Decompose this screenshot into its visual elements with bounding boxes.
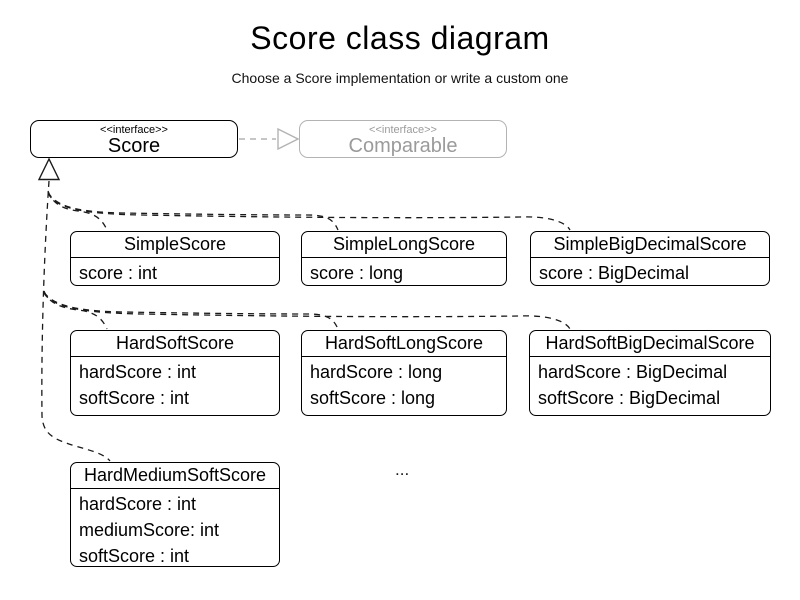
more-implementations-ellipsis: ... <box>395 460 410 479</box>
class-attribute: mediumScore: int <box>79 520 220 540</box>
class-simplebigdecimalscore: SimpleBigDecimalScore score : BigDecimal <box>530 231 770 286</box>
class-hardsoftbigdecimalscore: HardSoftBigDecimalScore hardScore : BigD… <box>529 330 771 416</box>
class-name: HardSoftLongScore <box>302 331 506 357</box>
class-attribute: score : BigDecimal <box>539 263 690 283</box>
page-title: Score class diagram <box>250 20 550 56</box>
implements-line-hardsoftscore <box>43 290 108 330</box>
implements-line-simplelongscore <box>47 191 339 231</box>
class-attribute: hardScore : int <box>79 494 197 514</box>
class-hardsoftlongscore: HardSoftLongScore hardScore : long softS… <box>301 330 507 416</box>
interface-stereotype: <<interface>> <box>369 124 437 136</box>
interface-score: <<interface>> Score <box>30 120 238 158</box>
class-attribute: softScore : int <box>79 388 190 408</box>
implements-line-simplebigdecimalscore <box>47 192 571 231</box>
class-name: HardSoftScore <box>71 331 279 357</box>
class-attribute: softScore : BigDecimal <box>538 388 721 408</box>
class-attribute: softScore : int <box>79 546 190 566</box>
hollow-triangle-arrowhead-right-icon <box>277 127 300 151</box>
class-attribute: softScore : long <box>310 388 436 408</box>
class-name: SimpleLongScore <box>302 232 506 258</box>
class-name: HardMediumSoftScore <box>71 463 279 489</box>
class-hardmediumsoftscore: HardMediumSoftScore hardScore : int medi… <box>70 462 280 567</box>
class-name: SimpleBigDecimalScore <box>531 232 769 258</box>
class-attribute: hardScore : BigDecimal <box>538 362 728 382</box>
class-attribute: score : int <box>79 263 158 283</box>
interface-stereotype: <<interface>> <box>100 124 168 136</box>
implements-trunk-line <box>41 180 111 462</box>
class-attribute: score : long <box>310 263 404 283</box>
class-attribute: hardScore : int <box>79 362 197 382</box>
class-name: SimpleScore <box>71 232 279 258</box>
page-subtitle: Choose a Score implementation or write a… <box>231 70 569 86</box>
class-simplescore: SimpleScore score : int <box>70 231 280 286</box>
interface-name: Score <box>107 135 161 157</box>
interface-name: Comparable <box>348 135 458 157</box>
hollow-triangle-arrowhead-up-icon <box>37 157 61 181</box>
class-attribute: hardScore : long <box>310 362 443 382</box>
class-simplelongscore: SimpleLongScore score : long <box>301 231 507 286</box>
implements-line-hardsoftbigdecimalscore <box>43 292 571 330</box>
class-hardsoftscore: HardSoftScore hardScore : int softScore … <box>70 330 280 416</box>
class-name: HardSoftBigDecimalScore <box>530 331 770 357</box>
interface-comparable: <<interface>> Comparable <box>299 120 507 158</box>
implements-line-simplescore <box>47 190 108 231</box>
